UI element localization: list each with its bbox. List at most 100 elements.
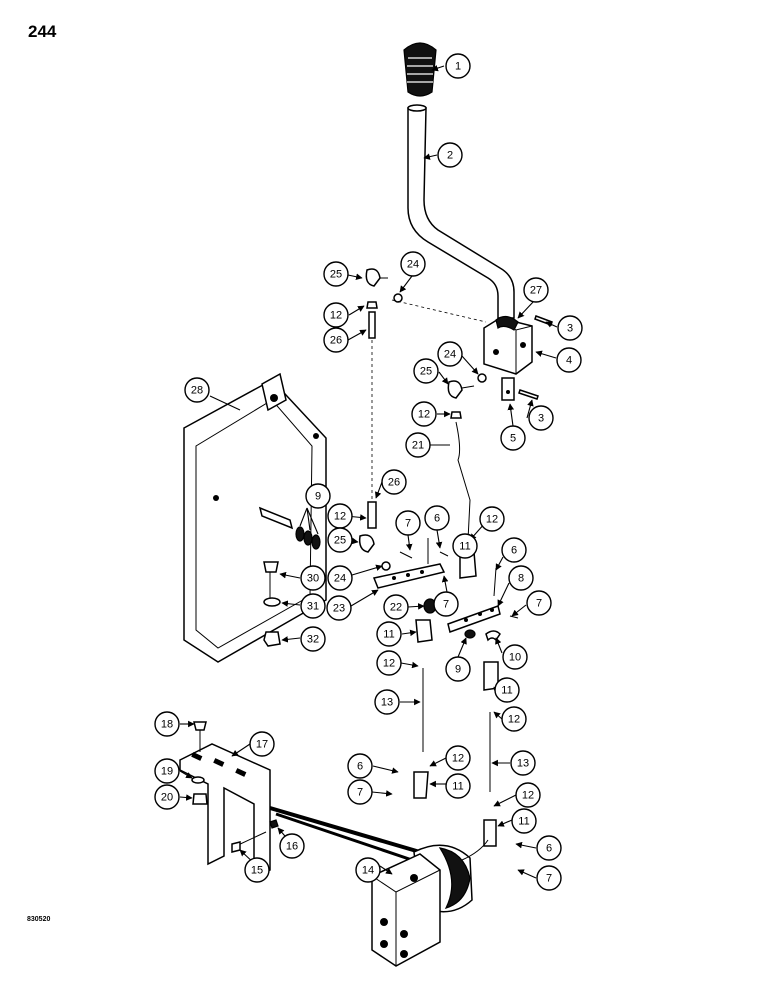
callout-circle — [376, 650, 402, 676]
callout-circle — [510, 750, 536, 776]
figure-code: 830520 — [27, 916, 51, 923]
callout-17: 17 — [249, 731, 275, 757]
callout-27: 27 — [523, 277, 549, 303]
callout-circle — [154, 784, 180, 810]
callout-number: 1 — [455, 61, 461, 73]
callout-circle — [437, 142, 463, 168]
part-clevis-5 — [501, 377, 515, 401]
callout-25: 25 — [413, 358, 439, 384]
callout-12: 12 — [411, 401, 437, 427]
callout-circle — [557, 315, 583, 341]
callout-number: 12 — [383, 658, 395, 670]
page-number: 244 — [28, 22, 57, 41]
callout-circle — [433, 591, 459, 617]
callout-number: 32 — [307, 634, 319, 646]
callout-circle — [500, 425, 526, 451]
callout-25: 25 — [323, 261, 349, 287]
callout-circle — [244, 857, 270, 883]
callout-number: 30 — [307, 573, 319, 585]
callout-number: 11 — [501, 685, 512, 697]
callout-6: 6 — [347, 753, 373, 779]
callout-circle — [300, 565, 326, 591]
callout-circle — [347, 779, 373, 805]
callout-number: 25 — [334, 535, 346, 547]
callout-6: 6 — [536, 835, 562, 861]
callout-11: 11 — [494, 677, 520, 703]
callout-12: 12 — [501, 706, 527, 732]
callout-number: 9 — [315, 491, 321, 503]
part-control-valve — [371, 839, 489, 967]
callout-number: 12 — [508, 714, 520, 726]
callout-circle — [479, 506, 505, 532]
callout-circle — [327, 527, 353, 553]
callout-12: 12 — [327, 503, 353, 529]
callout-number: 22 — [390, 602, 402, 614]
callout-circle — [445, 773, 471, 799]
callout-circle — [502, 644, 528, 670]
callout-number: 23 — [333, 603, 345, 615]
callout-number: 14 — [362, 865, 374, 877]
callout-circle — [413, 358, 439, 384]
callout-number: 4 — [566, 355, 572, 367]
callout-circle — [381, 469, 407, 495]
callout-11: 11 — [511, 808, 537, 834]
callout-24: 24 — [400, 251, 426, 277]
callout-21: 21 — [405, 432, 431, 458]
part-cable — [269, 806, 421, 864]
callout-circle — [445, 53, 471, 79]
callout-circle — [327, 565, 353, 591]
callout-7: 7 — [526, 590, 552, 616]
callout-number: 7 — [405, 518, 411, 530]
callout-circle — [526, 590, 552, 616]
callout-number: 3 — [538, 413, 544, 425]
callout-number: 28 — [191, 385, 203, 397]
callout-circle — [355, 857, 381, 883]
callout-circle — [249, 731, 275, 757]
callout-26: 26 — [323, 327, 349, 353]
callout-13: 13 — [374, 689, 400, 715]
callout-number: 27 — [530, 285, 542, 297]
callout-number: 8 — [518, 573, 524, 585]
callout-28: 28 — [184, 377, 210, 403]
callout-7: 7 — [395, 510, 421, 536]
callout-9: 9 — [305, 483, 331, 509]
callout-number: 21 — [412, 440, 424, 452]
callout-25: 25 — [327, 527, 353, 553]
part-lever-tube — [407, 104, 515, 319]
callout-circle — [400, 251, 426, 277]
callout-number: 7 — [546, 873, 552, 885]
callout-16: 16 — [279, 833, 305, 859]
callout-number: 6 — [546, 843, 552, 855]
callout-6: 6 — [424, 505, 450, 531]
callout-circle — [445, 656, 471, 682]
callout-number: 6 — [434, 513, 440, 525]
callout-number: 7 — [536, 598, 542, 610]
callout-24: 24 — [437, 341, 463, 367]
callout-circle — [323, 261, 349, 287]
callout-number: 9 — [455, 664, 461, 676]
callout-10: 10 — [502, 644, 528, 670]
callout-number: 10 — [509, 652, 521, 664]
callout-circle — [424, 505, 450, 531]
callout-7: 7 — [536, 865, 562, 891]
callout-circle — [300, 626, 326, 652]
callout-number: 15 — [251, 865, 263, 877]
callout-number: 12 — [452, 753, 464, 765]
callout-circle — [528, 405, 554, 431]
callout-circle — [501, 537, 527, 563]
callout-circle — [536, 835, 562, 861]
callout-circle — [374, 689, 400, 715]
callout-8: 8 — [508, 565, 534, 591]
callout-number: 26 — [330, 335, 342, 347]
callout-4: 4 — [556, 347, 582, 373]
callout-12: 12 — [445, 745, 471, 771]
callout-number: 3 — [567, 323, 573, 335]
callout-2: 2 — [437, 142, 463, 168]
callout-number: 18 — [161, 719, 173, 731]
part-link-plates — [372, 563, 501, 633]
callout-12: 12 — [515, 782, 541, 808]
part-pins — [518, 315, 553, 400]
callout-number: 5 — [510, 433, 516, 445]
callout-11: 11 — [452, 533, 478, 559]
